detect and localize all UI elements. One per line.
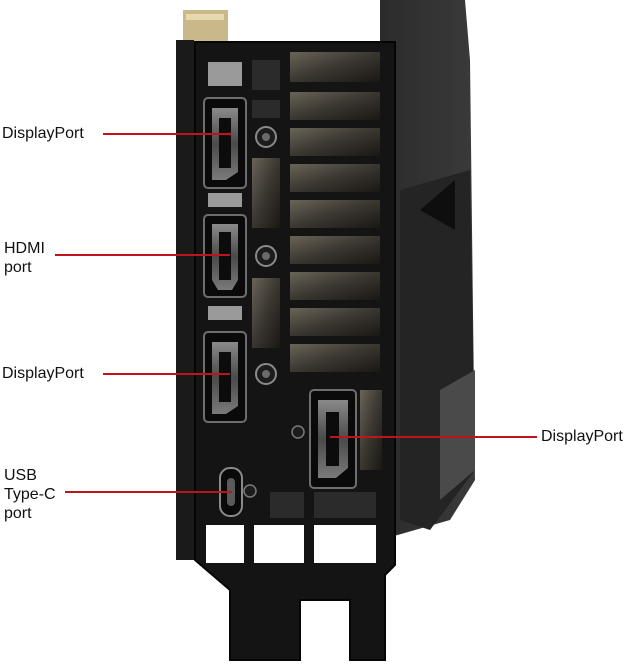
- label-usbc-line2: Type-C: [4, 486, 56, 503]
- io-bracket: [194, 41, 396, 661]
- screw-icons: [243, 126, 305, 498]
- label-hdmi-port: HDMI port: [4, 239, 45, 277]
- displayport-right: [309, 389, 357, 489]
- label-hdmi-line1: HDMI: [4, 240, 45, 257]
- label-hdmi-line2: port: [4, 259, 32, 276]
- vent-slots: [208, 52, 382, 470]
- card-shroud: [280, 0, 475, 540]
- label-usbc-line3: port: [4, 505, 32, 522]
- callout-leader-lines: [55, 132, 537, 493]
- bracket-cutouts: [206, 492, 376, 563]
- label-displayport-right: DisplayPort: [541, 428, 623, 445]
- label-usbc-line1: USB: [4, 467, 37, 484]
- displayport-middle: [203, 331, 247, 423]
- pcb-edge: [176, 10, 228, 560]
- label-displayport-middle: DisplayPort: [2, 365, 84, 382]
- displayport-top: [203, 97, 247, 189]
- label-usb-c-port: USB Type-C port: [4, 466, 56, 523]
- label-displayport-top: DisplayPort: [2, 125, 84, 142]
